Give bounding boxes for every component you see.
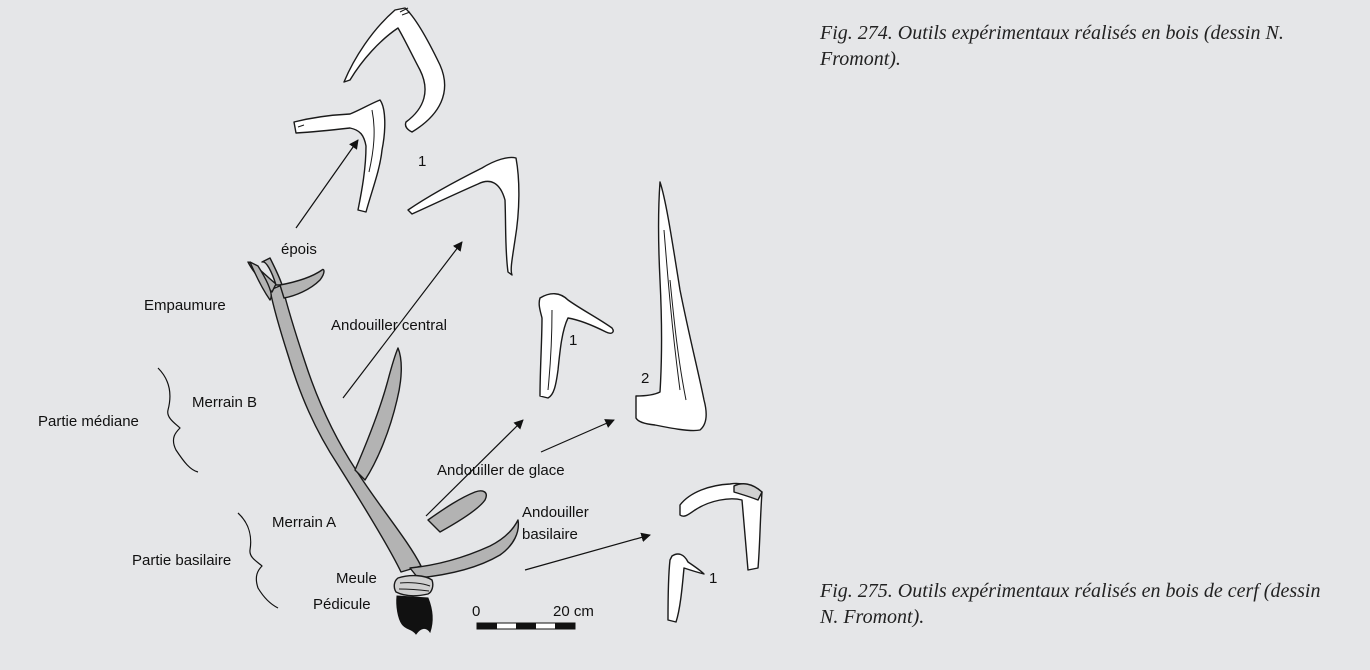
caption-fig-275: Fig. 275. Outils expérimentaux réalisés … [820, 578, 1340, 630]
label-empaumure: Empaumure [144, 297, 226, 314]
antler-burr [394, 576, 433, 596]
arrow-andouiller-glace-2 [541, 420, 614, 452]
label-pedicule: Pédicule [313, 596, 371, 613]
label-andouiller-basilaire-line2: basilaire [522, 526, 578, 543]
tool-number-long: 2 [641, 370, 649, 387]
arrow-epois [296, 140, 358, 228]
label-meule: Meule [336, 570, 377, 587]
label-partie-mediane: Partie médiane [38, 413, 139, 430]
label-epois: épois [281, 241, 317, 258]
tool-number-bottom: 1 [709, 570, 717, 587]
label-andouiller-central: Andouiller central [331, 317, 447, 334]
label-partie-basilaire: Partie basilaire [132, 552, 231, 569]
label-andouiller-de-glace: Andouiller de glace [437, 462, 565, 479]
label-merrain-a: Merrain A [272, 514, 336, 531]
scale-start-label: 0 [472, 603, 480, 620]
scale-end-label: 20 cm [553, 603, 594, 620]
tool-number-top: 1 [418, 153, 426, 170]
label-andouiller-basilaire-line1: Andouiller [522, 504, 589, 521]
tool-hook-medium [408, 157, 519, 275]
scale-bar: 0 20 cm [472, 603, 594, 629]
brace-partie-mediane [158, 368, 198, 472]
tool-number-middle: 1 [569, 332, 577, 349]
pedicle-fragment [397, 596, 432, 634]
tool-angled-small [294, 100, 385, 212]
tool-bottom-small [668, 554, 704, 622]
label-merrain-b: Merrain B [192, 394, 257, 411]
caption-fig-274: Fig. 274. Outils expérimentaux réalisés … [820, 20, 1340, 72]
